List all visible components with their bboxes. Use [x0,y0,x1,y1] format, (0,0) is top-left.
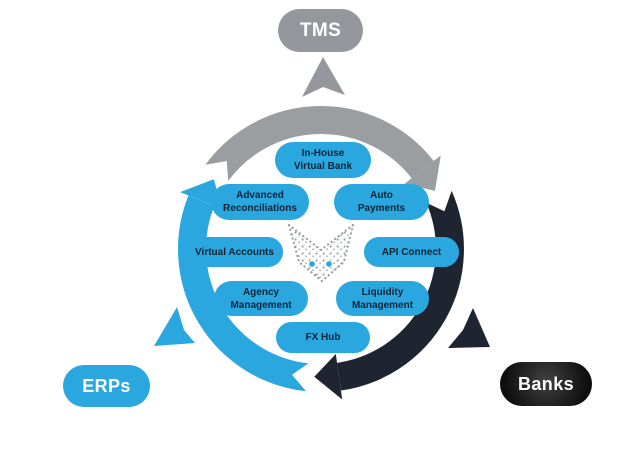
banks-arc-segment-body [336,190,464,391]
erps-arc-segment-body [178,195,310,392]
fox-right-eye-icon [325,260,333,268]
tms-node-label: TMS [299,19,342,41]
feature-pill-label: Advanced Reconciliations [223,190,297,214]
tms-arc-segment-tail-notch [203,161,229,184]
banks-arrow-icon [448,308,490,348]
feature-pill-in-house-virtual-bank: In-House Virtual Bank [275,142,371,178]
banks-node: Banks [500,362,592,406]
tms-arc-segment-arrowhead-icon [404,155,441,191]
fox-left-eye-icon [308,260,316,268]
banks-node-label: Banks [517,373,575,394]
feature-pill-label: In-House Virtual Bank [293,148,353,172]
tms-arrow-icon [302,57,345,97]
feature-pill-agency-management: Agency Management [214,281,308,316]
tms-arc-segment-body [205,105,434,182]
fennec-fox-network-logo [287,223,355,283]
tms-node: TMS [278,9,363,52]
feature-pill-label: Agency Management [230,286,292,311]
feature-pill-advanced-reconciliations: Advanced Reconciliations [211,184,309,220]
feature-pill-label: Virtual Accounts [195,246,274,258]
feature-pill-virtual-accounts: Virtual Accounts [186,237,283,267]
feature-pill-fx-hub: FX Hub [276,322,370,353]
banks-arc-segment [314,188,464,400]
feature-pill-label: FX Hub [305,332,341,343]
erps-arc-segment-tail-notch [292,362,311,393]
banks-arc-segment-arrowhead-icon [314,354,343,400]
erps-node-label: ERPs [82,375,131,396]
feature-pill-label: Auto Payments [357,190,406,214]
feature-pill-label: Liquidity Management [351,286,414,311]
fox-head-outline [287,223,355,283]
feature-pill-liquidity-management: Liquidity Management [336,281,429,316]
erps-arrow-icon [154,307,195,346]
feature-pill-auto-payments: Auto Payments [334,184,429,220]
feature-pill-label: API Connect [381,246,442,258]
tms-arc-segment [203,105,441,191]
erps-node: ERPs [63,365,150,407]
feature-pill-api-connect: API Connect [364,237,459,267]
banks-arc-segment-tail-notch [424,188,453,212]
